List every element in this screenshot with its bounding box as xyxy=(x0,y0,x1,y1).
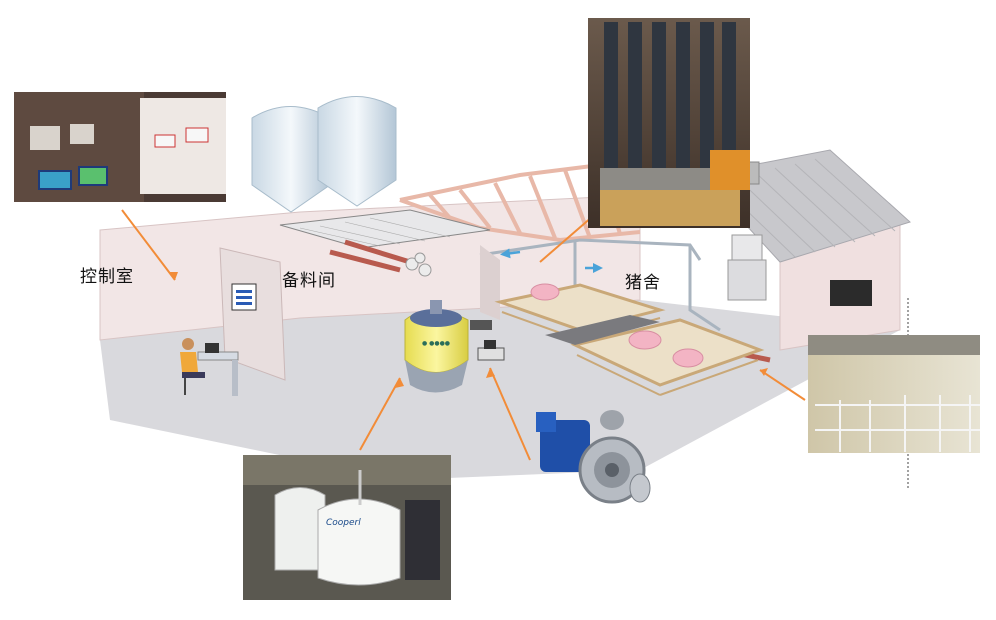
label-control-room: 控制室 xyxy=(80,267,134,287)
pipes-photo xyxy=(588,18,750,228)
feed-room-partition xyxy=(480,245,500,320)
pen-photo xyxy=(808,335,980,453)
floor-pump xyxy=(470,320,505,361)
callout-lines xyxy=(121,209,806,461)
svg-text:● ●●●●: ● ●●●● xyxy=(422,340,450,347)
silo-icon xyxy=(251,96,397,213)
wall-monitor xyxy=(830,280,872,306)
pig-icon xyxy=(530,283,704,368)
ceiling-panel xyxy=(279,209,491,249)
operator-icon xyxy=(180,338,239,396)
tank-room-photo xyxy=(243,455,451,600)
pipe-fittings xyxy=(405,252,432,277)
label-piggery: 猪舍 xyxy=(625,273,661,293)
control-room-photo xyxy=(14,92,226,202)
label-feed-room: 备料间 xyxy=(282,271,336,291)
pump-icon xyxy=(536,410,651,504)
control-room-partition xyxy=(219,247,286,381)
feed-tank-icon: ● ●●●● xyxy=(404,300,469,393)
tank-brand-label: Cooperl xyxy=(326,518,361,528)
